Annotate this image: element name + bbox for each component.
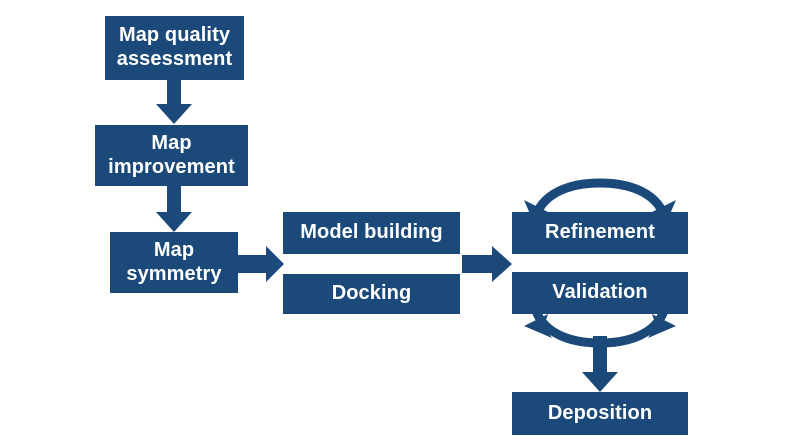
node-deposition[interactable]: Deposition xyxy=(512,392,688,435)
arrow-cycle-to-deposition xyxy=(582,336,618,392)
node-refinement[interactable]: Refinement xyxy=(512,212,688,254)
node-label: Refinement xyxy=(545,221,655,244)
node-map-quality-assessment[interactable]: Map quality assessment xyxy=(105,16,244,80)
node-label: Docking xyxy=(331,282,412,305)
node-docking[interactable]: Docking xyxy=(283,274,460,314)
node-validation[interactable]: Validation xyxy=(512,272,688,314)
arrow-assessment-to-improvement xyxy=(156,80,192,124)
node-label: Model building xyxy=(300,221,443,244)
arrow-building-to-refinement xyxy=(462,246,512,282)
arrow-symmetry-to-building xyxy=(238,246,284,282)
node-label: Map quality assessment xyxy=(116,24,233,70)
arrow-improvement-to-symmetry xyxy=(156,186,192,232)
node-label: Map improvement xyxy=(108,131,235,178)
node-model-building[interactable]: Model building xyxy=(283,212,460,254)
node-map-improvement[interactable]: Map improvement xyxy=(95,125,248,186)
node-map-symmetry[interactable]: Map symmetry xyxy=(110,232,238,293)
node-label: Deposition xyxy=(547,401,653,424)
node-label: Map symmetry xyxy=(126,238,222,285)
node-label: Validation xyxy=(552,281,648,304)
